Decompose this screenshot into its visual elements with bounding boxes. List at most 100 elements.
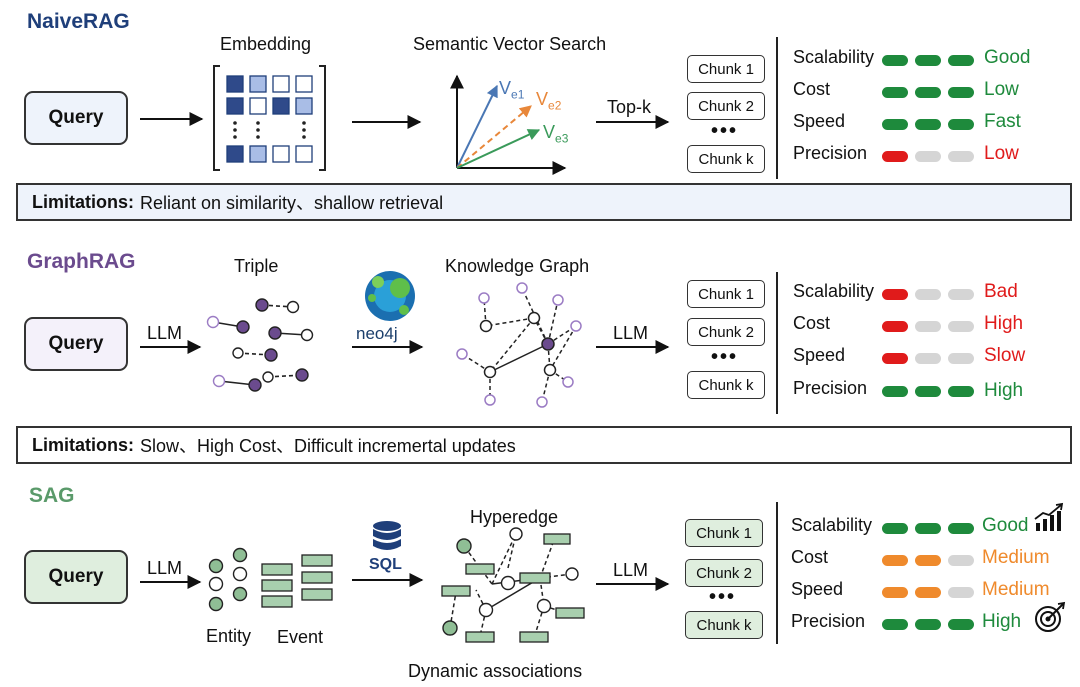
metric-pill [882,619,908,630]
sag-llm1-label: LLM [147,558,183,578]
naive-metric-label: Cost [793,79,831,99]
sag-metric-value: Medium [982,547,1050,568]
graph-metric-bar [882,386,976,397]
sag-metric-label: Scalability [791,515,873,535]
naive-metric-bar [882,87,976,98]
graph-arrow-triple-kg [352,340,424,354]
sag-metric-bar [882,523,976,534]
sag-metric-label: Speed [791,579,844,599]
sag-metric-value: Good [982,515,1029,536]
naive-metric-bar [882,55,976,66]
graph-query-box: Query [24,317,128,371]
naive-chunk-1: Chunk 1 [687,55,765,83]
sag-chunk-k: Chunk k [685,611,763,639]
metric-pill [948,587,974,598]
hyperedge-graph-icon [441,527,585,643]
embedding-matrix-icon [213,65,326,171]
graph-chunk-k: Chunk k [687,371,765,399]
metric-pill [915,619,941,630]
entity-label: Entity [206,626,252,646]
metric-pill [882,289,908,300]
naive-metric-value: Fast [984,111,1021,132]
graph-metric-value: Slow [984,345,1026,366]
metric-pill [882,353,908,364]
vector-e3-label: Ve3 [543,122,569,146]
sag-metric-value: Medium [982,579,1050,600]
sag-arrow-hyperedge-chunks [596,577,670,591]
target-icon [1035,601,1066,632]
vector-space-icon [450,74,567,175]
naive-limitations-box: Limitations: Reliant on similarity、shall… [16,183,1072,221]
metric-pill [882,151,908,162]
graph-metric-value: High [984,380,1024,401]
naiverag-title: NaiveRAG [27,10,130,33]
metric-pill [915,353,941,364]
vector-e2-label: Ve2 [536,89,562,113]
sag-arrow-entity-hyperedge [352,573,424,587]
naive-arrow-embed-search [352,115,422,129]
naive-arrow-query-embed [140,112,204,126]
metric-pill [915,386,941,397]
knowledge-graph-icon [456,282,582,408]
vector-e1-label: Ve1 [499,78,525,102]
dynamic-associations-label: Dynamic associations [408,661,583,681]
metric-pill [915,151,941,162]
sql-label: SQL [369,556,402,573]
metric-pill [915,523,941,534]
topk-label: Top-k [607,97,652,117]
graph-metric-bar [882,289,976,300]
embedding-label: Embedding [220,34,312,54]
naive-metric-bar [882,151,976,162]
metric-pill [948,151,974,162]
triple-icon [206,298,314,392]
metric-pill [948,87,974,98]
graph-llm2-label: LLM [613,323,649,343]
sag-llm2-label: LLM [613,560,649,580]
metric-pill [882,523,908,534]
semantic-search-label: Semantic Vector Search [413,34,607,54]
metric-pill [948,321,974,332]
sag-metric-label: Cost [791,547,829,567]
graph-metric-label: Cost [793,313,831,333]
graph-metric-label: Speed [793,345,846,365]
graph-metric-label: Precision [793,378,868,398]
naive-arrow-topk [596,115,670,129]
naive-metric-value: Low [984,79,1019,100]
naive-query-box: Query [24,91,128,145]
graph-chunk-2: Chunk 2 [687,318,765,346]
graph-chunk-ellipsis: ••• [711,346,739,368]
graph-limitations-text: Slow、High Cost、Difficult incremertal upd… [140,436,516,456]
metric-pill [948,555,974,566]
naive-limitations-text: Reliant on similarity、shallow retrieval [140,193,444,213]
sag-metric-label: Precision [791,611,866,631]
event-blocks-icon [261,554,333,608]
naive-divider [776,37,778,179]
metric-pill [882,87,908,98]
event-label: Event [277,627,324,647]
naive-metric-value: Good [984,47,1031,68]
sag-title: SAG [29,484,75,507]
triple-label: Triple [234,256,279,276]
metric-pill [948,119,974,130]
naive-limitations-head: Limitations: [32,191,134,212]
sag-metric-bar [882,555,976,566]
metric-pill [915,587,941,598]
growth-chart-icon [1034,502,1064,531]
metric-pill [882,119,908,130]
graph-limitations-head: Limitations: [32,434,134,455]
graph-metric-value: High [984,313,1024,334]
naive-chunk-ellipsis: ••• [711,120,739,142]
graph-metric-value: Bad [984,281,1018,302]
naive-metric-value: Low [984,143,1019,164]
metric-pill [882,587,908,598]
sag-divider [776,502,778,644]
graph-metric-label: Scalability [793,281,875,301]
metric-pill [882,55,908,66]
naive-chunk-k: Chunk k [687,145,765,173]
sag-chunk-ellipsis: ••• [709,586,737,608]
metric-pill [915,555,941,566]
sag-metric-bar [882,619,976,630]
metric-pill [948,353,974,364]
sag-chunk-1: Chunk 1 [685,519,763,547]
graph-divider [776,272,778,414]
